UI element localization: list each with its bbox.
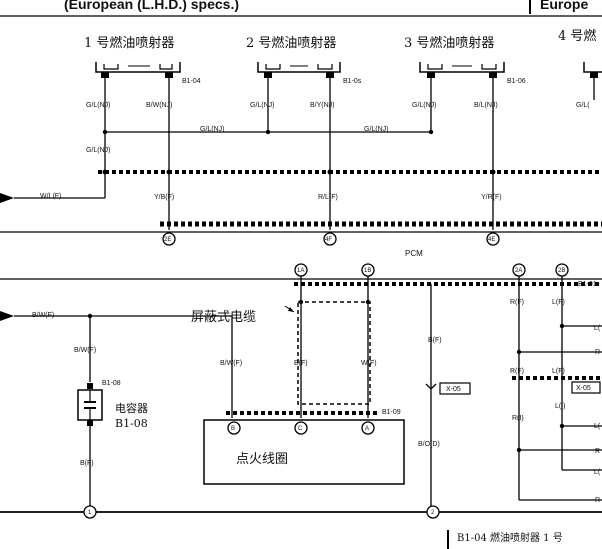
- wire-r-i: R(I): [512, 415, 524, 422]
- wire-l-edge-2: L(: [594, 423, 601, 430]
- capacitor-label: 电容器: [115, 401, 148, 415]
- shielded-cable-label: 屏蔽式电缆: [191, 309, 256, 325]
- wire-gl-nj-1: G/L(NJ): [86, 102, 111, 109]
- pcm-terminal-1a: 1A: [294, 263, 308, 277]
- injector-2-label: 2 号燃油喷射器: [246, 35, 336, 51]
- wire-yr-f: Y/R(F): [481, 194, 502, 201]
- wire-w-f: W(F): [361, 360, 377, 367]
- conn-b1-08: B1-08: [102, 380, 121, 387]
- wire-bo-d: B/O(D): [418, 441, 440, 448]
- injector-2-connector: [257, 62, 341, 78]
- svg-text:4E: 4E: [488, 237, 495, 243]
- wire-gl-nj-3: G/L(NJ): [412, 102, 437, 109]
- wire-b-f-cap: B(F): [80, 460, 94, 467]
- pcm-terminal-4e: 4E: [486, 232, 500, 246]
- wire-gl-nj-v: G/L(NJ): [86, 147, 111, 154]
- wire-l-edge-1: L(: [594, 325, 601, 332]
- coil-terminal-b: B: [227, 421, 241, 435]
- header-right: Europe: [540, 0, 588, 12]
- svg-text:2B: 2B: [558, 268, 565, 274]
- svg-text:4F: 4F: [325, 237, 332, 243]
- wire-r-f-1: R(F): [510, 299, 524, 306]
- capacitor-code: B1-08: [115, 417, 148, 430]
- wire-bl-nj: B/L(NJ): [474, 102, 498, 109]
- pcm-terminal-2b: 2B: [555, 263, 569, 277]
- coil-terminal-c: C: [294, 421, 308, 435]
- wire-l-i: L(I): [555, 403, 566, 410]
- capacitor-symbol: [77, 383, 103, 426]
- pcm-terminal-1b: 1B: [361, 263, 375, 277]
- wire-r-f-2: R(F): [510, 368, 524, 375]
- injector-4-label: 4 号燃: [558, 28, 596, 44]
- injector-4-connector: [583, 62, 602, 78]
- svg-text:2: 2: [431, 510, 435, 516]
- wire-gl-nj-h1: G/L(NJ): [200, 126, 225, 133]
- conn-b1-01: B1-01: [578, 281, 597, 288]
- svg-text:2A: 2A: [515, 268, 522, 274]
- injector-3-label: 3 号燃油喷射器: [404, 35, 494, 51]
- header-left: (European (L.H.D.) specs.): [64, 0, 239, 12]
- wire-r-edge-3: R: [595, 497, 600, 504]
- wire-gl-nj-h2: G/L(NJ): [364, 126, 389, 133]
- conn-b1-09: B1-09: [382, 409, 401, 416]
- coil-terminal-a: A: [361, 421, 375, 435]
- svg-text:1A: 1A: [297, 268, 304, 274]
- wire-yb-f: Y/B(F): [154, 194, 174, 201]
- wire-bw-f-v: B/W(F): [74, 347, 96, 354]
- svg-text:B: B: [231, 426, 235, 432]
- pcm-terminal-4f: 4F: [323, 232, 337, 246]
- wire-bw-f-main: B/W(F): [32, 312, 54, 319]
- conn-b1-04: B1-04: [182, 78, 201, 85]
- wire-gl-nj-2: G/L(NJ): [250, 102, 275, 109]
- wire-wl-f: W/L(F): [40, 193, 61, 200]
- conn-b1-06: B1-06: [507, 78, 526, 85]
- ignition-coil-label: 点火线圈: [236, 452, 288, 467]
- wire-gl-nj-4: G/L(: [576, 102, 590, 109]
- ground-terminal-1: 1: [83, 505, 97, 519]
- svg-text:2E: 2E: [164, 237, 171, 243]
- svg-text:1B: 1B: [364, 268, 371, 274]
- wire-l-f-2: L(F): [552, 368, 565, 375]
- wire-by-nj: B/Y(NJ): [310, 102, 335, 109]
- wire-r-edge-2: R: [595, 448, 600, 455]
- conn-x05b: X-05: [576, 385, 591, 392]
- svg-text:1: 1: [88, 510, 92, 516]
- conn-x05: X-05: [446, 386, 461, 393]
- wire-bw-f-coil: B/W(F): [220, 360, 242, 367]
- wire-b-f-shield: B(F): [294, 360, 308, 367]
- wire-b-f-right: B(F): [428, 337, 442, 344]
- injector-3-connector: [419, 62, 505, 78]
- svg-text:C: C: [298, 426, 303, 432]
- pcm-label: PCM: [405, 249, 423, 258]
- wire-l-edge-3: L(: [594, 469, 601, 476]
- pcm-terminal-2e: 2E: [162, 232, 176, 246]
- ground-terminal-2: 2: [426, 505, 440, 519]
- conn-b1-05: B1-0s: [343, 78, 362, 85]
- wire-bw-nj: B/W(NJ): [146, 102, 172, 109]
- svg-text:A: A: [365, 426, 369, 432]
- injector-1-label: 1 号燃油喷射器: [84, 35, 174, 51]
- injector-1-connector: [95, 62, 181, 78]
- footer-note: B1-04 燃油喷射器 1 号: [457, 531, 563, 544]
- wire-rl-f: R/L(F): [318, 194, 338, 201]
- wire-l-f-1: L(F): [552, 299, 565, 306]
- wire-r-edge-1: R: [595, 349, 600, 356]
- pcm-terminal-2a: 2A: [512, 263, 526, 277]
